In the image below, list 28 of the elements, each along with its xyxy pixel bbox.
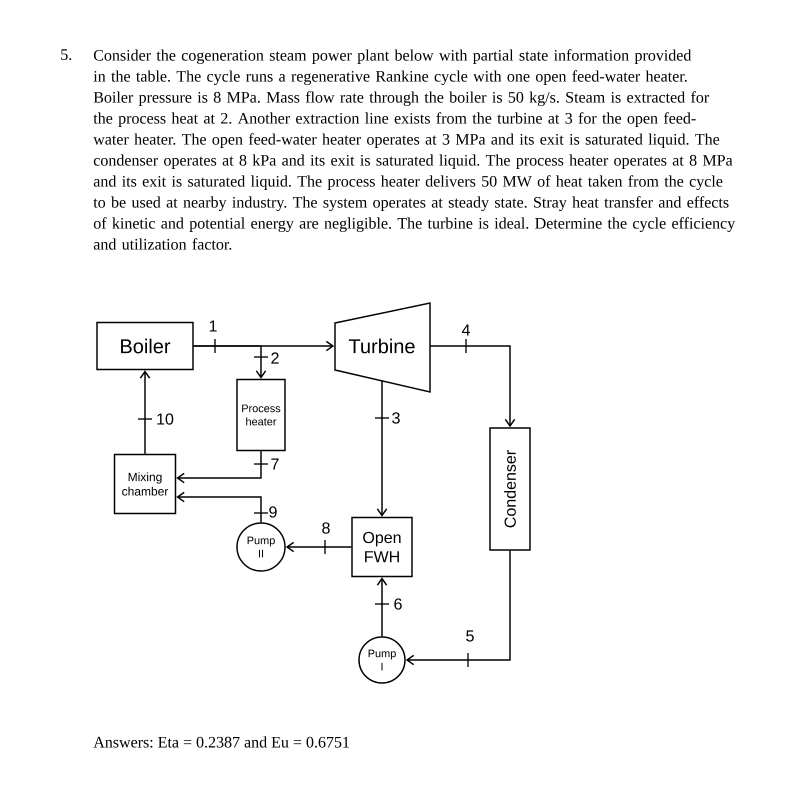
edge-label: 7 (271, 458, 279, 470)
feedwater-heater-box: Open FWH (351, 516, 413, 578)
question-number: 5. (61, 49, 72, 60)
arrow (406, 550, 511, 667)
arrow (176, 451, 268, 484)
edge-label: 6 (394, 598, 402, 610)
arrow (430, 339, 516, 428)
edge-label: 4 (462, 324, 470, 336)
arrow (286, 540, 352, 554)
arrow (194, 345, 268, 379)
arrow (176, 492, 268, 522)
edge-label: 9 (269, 506, 277, 518)
turbine-trapezoid: Turbine (334, 302, 431, 393)
mixing-chamber-box: Mixing chamber (114, 454, 176, 514)
boiler-box: Boiler (96, 322, 194, 370)
arrow (375, 577, 389, 636)
arrow (375, 381, 389, 517)
edge-label: 3 (392, 412, 400, 424)
answer-text: Answers: Eta = 0.2387 and Eu = 0.6751 (93, 736, 349, 748)
problem-text: Consider the cogeneration steam power plant below with partial state information provided in the table. The cycle runs a regenerative Rankine cycle with one open feed-water heater. Boiler pressure is 8 MPa. Mass flow rate through the boiler is 50 kg/s. Steam is extracted for the process heat at 2. Another extraction line exists from the turbine at 3 for the open feed-water heater. The open feed-water heater operates at 3 MPa and its exit is saturated liquid. The condenser operates at 8 kPa and its exit is saturated liquid. The process heater operates at 8 MPa and its exit is saturated liquid. The process heater delivers 50 MW of heat taken from the cycle to be used at nearby industry. The system operates at steady state. Stray heat transfer and effects of kinetic and potential energy are negligible. The turbine is ideal. Determine the cycle efficiency and utilization factor. (93, 49, 736, 250)
edge-label: 5 (466, 630, 474, 642)
edge-label: 10 (157, 413, 174, 425)
edge-label: 8 (322, 522, 330, 534)
edge-label: 2 (271, 352, 279, 364)
arrow (138, 370, 152, 454)
condenser-box: Condenser (489, 427, 531, 551)
edge-label: 1 (210, 320, 217, 332)
process-heater-box: Process heater (236, 378, 286, 452)
